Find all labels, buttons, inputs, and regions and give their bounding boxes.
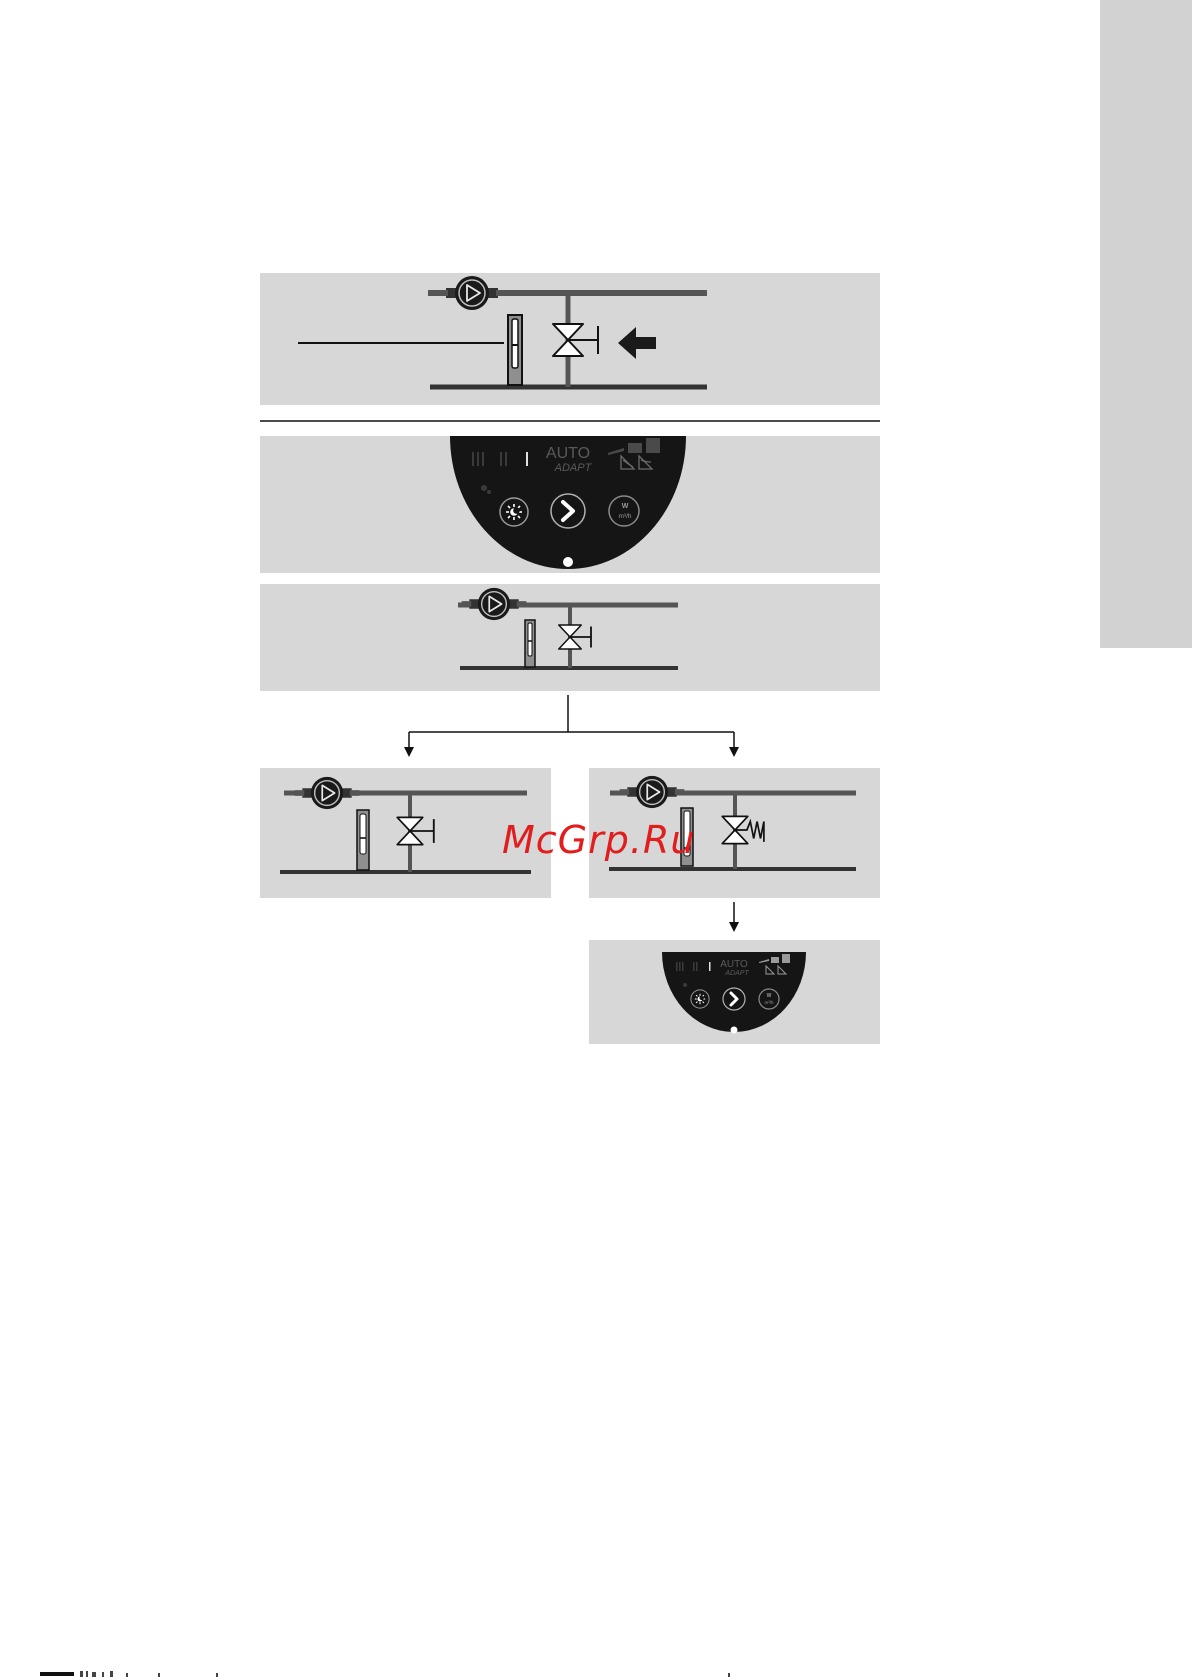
- svg-text:W: W: [767, 993, 772, 999]
- svg-text:m³/h: m³/h: [619, 513, 632, 520]
- system-diagram-3: [458, 588, 678, 668]
- system-diagram-4: [280, 777, 531, 872]
- pump-icon: [462, 588, 527, 620]
- valve-icon: [559, 625, 591, 649]
- auto-label: AUTO: [720, 959, 748, 970]
- indicator-dot: [563, 557, 573, 567]
- indicator-dot: [731, 1027, 738, 1034]
- valve-icon: [553, 324, 598, 356]
- control-display-small: AUTO ADAPT W m³/h: [662, 952, 806, 1034]
- arrow-left-icon: [618, 327, 656, 359]
- valve-icon: [397, 817, 434, 844]
- flowmeter-icon: [357, 810, 369, 870]
- control-display-large: AUTO ADAPT W m³/h: [450, 436, 686, 569]
- adapt-label: ADAPT: [724, 970, 749, 977]
- pump-icon: [295, 777, 360, 809]
- pump-icon: [620, 776, 685, 808]
- system-diagram-1: [298, 276, 707, 387]
- scan-artifact: [40, 1670, 1150, 1679]
- adapt-label: ADAPT: [554, 462, 593, 474]
- svg-text:m³/h: m³/h: [765, 1000, 774, 1005]
- pump-icon: [438, 276, 506, 310]
- thermostatic-valve-icon: [722, 816, 764, 843]
- auto-label: AUTO: [546, 445, 590, 462]
- svg-text:W: W: [622, 503, 629, 510]
- flowmeter-icon: [525, 620, 535, 667]
- flowmeter-icon: [508, 315, 522, 385]
- watermark: McGrp.Ru: [502, 818, 695, 862]
